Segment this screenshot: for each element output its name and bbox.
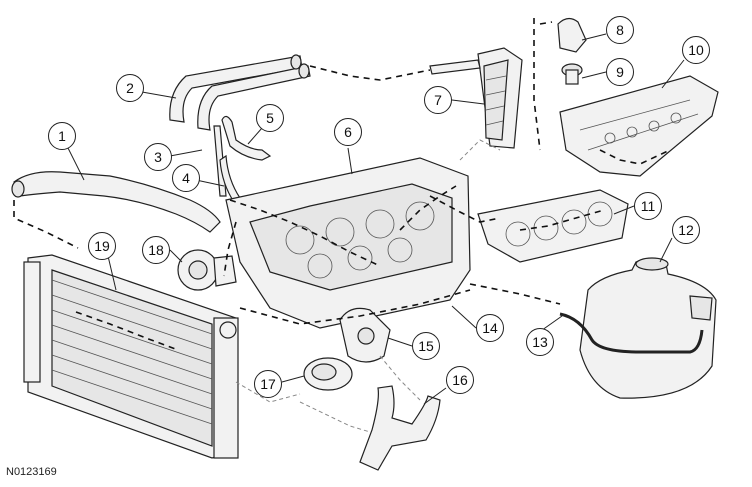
oil-cooler — [303, 357, 353, 391]
head-gasket — [477, 189, 629, 263]
cylinder-head — [559, 75, 719, 177]
callout-16: 16 — [446, 366, 474, 394]
figure-reference-id: N0123169 — [6, 466, 57, 478]
callout-15: 15 — [412, 332, 440, 360]
leader-lines — [67, 33, 685, 405]
callout-9: 9 — [606, 58, 634, 86]
water-pump — [177, 249, 237, 291]
callout-17: 17 — [254, 370, 282, 398]
callout-11: 11 — [634, 192, 662, 220]
callout-14: 14 — [476, 314, 504, 342]
callout-4: 4 — [172, 164, 200, 192]
callout-2: 2 — [116, 74, 144, 102]
callout-12: 12 — [672, 216, 700, 244]
coolant-flow-paths — [13, 18, 671, 433]
lower-radiator-hose — [359, 385, 441, 471]
callout-1: 1 — [48, 122, 76, 150]
heater-core — [429, 47, 523, 149]
coolant-outlet-housing — [339, 307, 391, 363]
callout-13: 13 — [526, 328, 554, 356]
engine-block — [225, 157, 471, 329]
callout-19: 19 — [88, 232, 116, 260]
callout-3: 3 — [144, 143, 172, 171]
upper-radiator-hose — [11, 171, 221, 233]
bypass-tubes — [213, 115, 272, 203]
callout-18: 18 — [142, 236, 170, 264]
callout-6: 6 — [334, 118, 362, 146]
callout-8: 8 — [606, 16, 634, 44]
callout-5: 5 — [256, 104, 284, 132]
thermostat-housing — [557, 17, 587, 85]
degas-hose — [559, 312, 704, 354]
heater-hoses — [169, 54, 311, 131]
radiator — [23, 254, 239, 459]
callout-10: 10 — [682, 36, 710, 64]
degas-bottle — [579, 257, 717, 399]
callout-7: 7 — [424, 86, 452, 114]
